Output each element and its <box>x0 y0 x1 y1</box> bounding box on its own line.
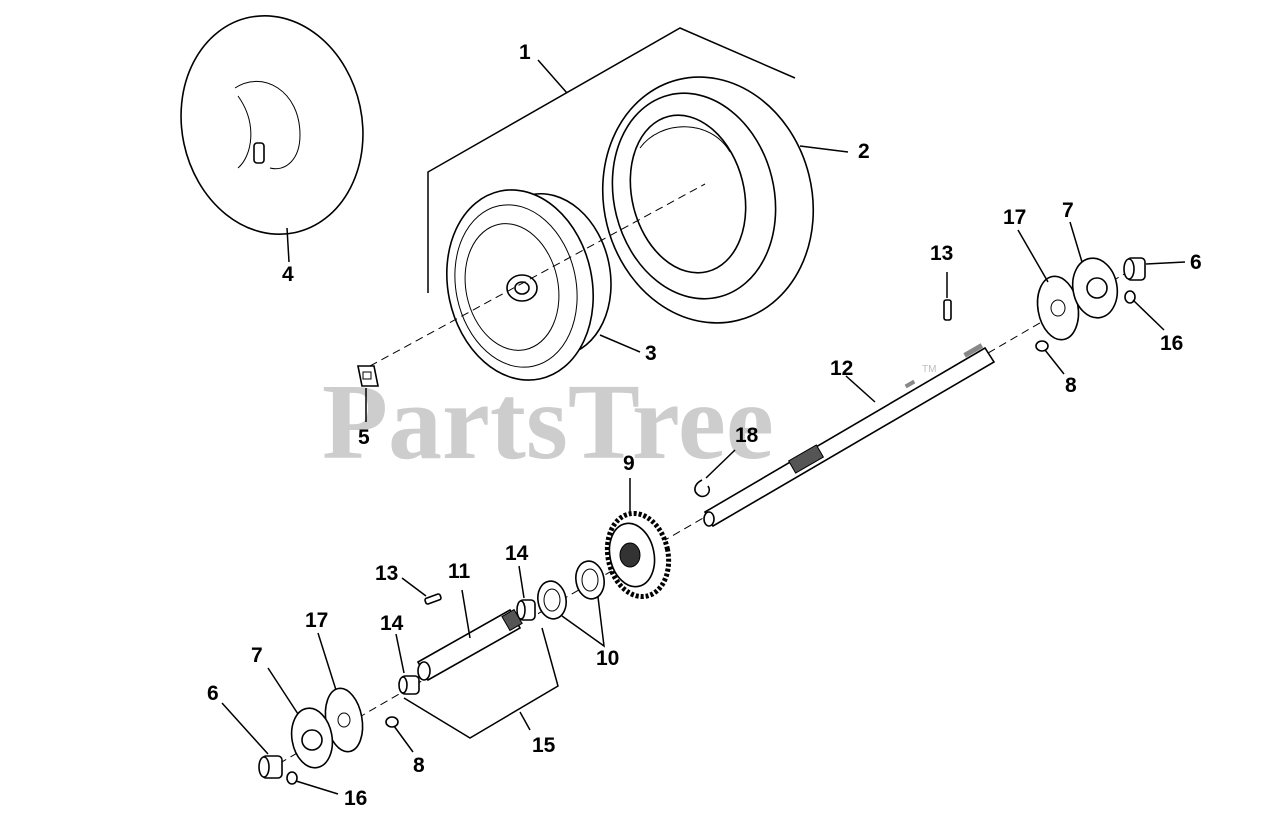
wheel-assembly-bracket <box>427 27 796 293</box>
leader-11 <box>461 589 471 639</box>
leader-16-left <box>295 780 339 795</box>
callout-14-lower: 14 <box>380 612 404 635</box>
inner-tube[interactable] <box>161 0 383 251</box>
callout-1: 1 <box>519 41 531 64</box>
bolt-right[interactable] <box>1035 340 1049 352</box>
leader-8-right <box>1044 349 1065 375</box>
callout-12: 12 <box>830 357 853 380</box>
callout-3: 3 <box>645 342 657 365</box>
callouts: 1 2 3 4 5 6 7 8 9 10 11 12 13 13 14 14 1… <box>207 41 1202 810</box>
leader-6-left <box>221 702 269 755</box>
leader-13-left <box>401 577 427 597</box>
callout-4: 4 <box>282 263 294 286</box>
callout-18: 18 <box>735 424 759 447</box>
leader-8-left <box>393 725 414 753</box>
callout-7-right: 7 <box>1062 199 1074 222</box>
callout-17-right: 17 <box>1003 206 1026 229</box>
wheel-centerline <box>369 183 706 367</box>
leader-4 <box>286 227 290 263</box>
leader-7-left <box>267 667 299 715</box>
callout-9: 9 <box>623 452 635 475</box>
bolt-left[interactable] <box>385 716 399 728</box>
bushing-upper[interactable] <box>516 599 536 621</box>
pin-left[interactable] <box>424 593 442 605</box>
washers[interactable] <box>535 559 607 621</box>
callout-13-right: 13 <box>930 242 953 265</box>
valve-stem-icon <box>253 142 265 164</box>
short-axle[interactable] <box>416 608 523 682</box>
callout-13-left: 13 <box>375 562 398 585</box>
leader-3 <box>599 334 641 353</box>
bushing-lower[interactable] <box>398 675 420 695</box>
leader-16-right <box>1132 299 1165 331</box>
leader-14-upper <box>518 565 525 599</box>
callout-11: 11 <box>448 560 471 583</box>
e-ring[interactable] <box>694 479 711 498</box>
nut-right[interactable] <box>1124 290 1136 304</box>
callout-6-right: 6 <box>1190 251 1202 274</box>
leader-1 <box>537 59 568 94</box>
callout-7-left: 7 <box>251 644 263 667</box>
bearing-right[interactable] <box>1123 257 1146 281</box>
watermark-trademark: TM <box>922 364 936 375</box>
callout-17-left: 17 <box>305 609 328 632</box>
leader-7-right <box>1069 221 1083 263</box>
leader-17-left <box>317 632 337 691</box>
callout-6-left: 6 <box>207 682 219 705</box>
callout-8-right: 8 <box>1065 374 1077 397</box>
leader-2 <box>799 145 849 153</box>
watermark-text: PartsTree <box>322 363 774 482</box>
rim[interactable] <box>430 176 626 394</box>
leader-18 <box>705 449 736 479</box>
leader-14-lower <box>395 633 405 674</box>
leader-10 <box>561 596 605 648</box>
callout-16-right: 16 <box>1160 332 1183 355</box>
long-axle[interactable] <box>703 343 996 528</box>
nut-left[interactable] <box>286 771 298 785</box>
callout-14-upper: 14 <box>505 542 529 565</box>
callout-5: 5 <box>358 426 370 449</box>
pin-right[interactable] <box>943 299 952 321</box>
clip[interactable] <box>357 365 379 387</box>
leader-12 <box>845 375 876 403</box>
callout-8-left: 8 <box>413 754 425 777</box>
leader-15-tail <box>519 711 531 731</box>
bearing-left[interactable] <box>258 755 283 779</box>
callout-15: 15 <box>532 734 556 757</box>
callout-2: 2 <box>858 140 870 163</box>
gear[interactable] <box>600 508 676 603</box>
callout-10: 10 <box>596 647 619 670</box>
callout-16-left: 16 <box>344 787 367 810</box>
axle-centerline <box>267 264 1141 771</box>
leader-17-right <box>1017 229 1049 283</box>
tire[interactable] <box>577 55 839 346</box>
flange-plate-left[interactable] <box>287 705 337 771</box>
watermark: PartsTree TM <box>322 363 936 482</box>
leader-6-right <box>1145 261 1186 265</box>
flange-plate-right[interactable] <box>1068 255 1122 322</box>
leader-15 <box>403 627 559 739</box>
